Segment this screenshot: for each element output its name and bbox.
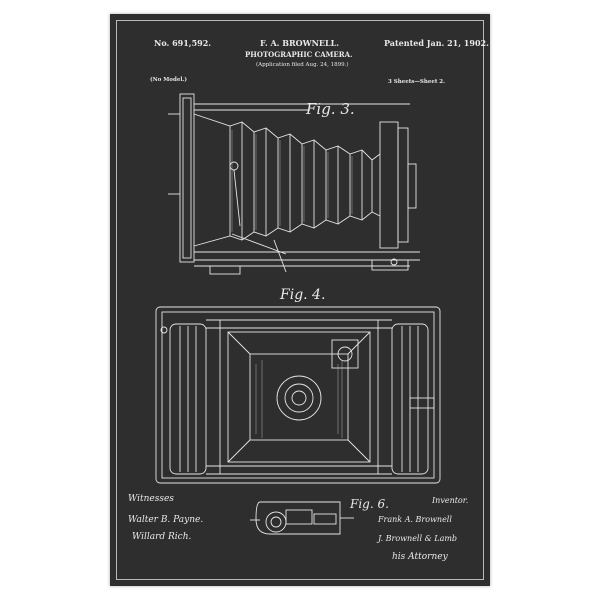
patent-date: Patented Jan. 21, 1902. <box>384 38 489 48</box>
sheet-number: 3 Sheets—Sheet 2. <box>388 79 446 85</box>
witness-signature-1: Walter B. Payne. <box>128 515 204 525</box>
fig6-label: Fig. 6. <box>350 497 389 511</box>
fig3-camera-side-view <box>168 93 420 275</box>
fig4-camera-back-view <box>155 306 441 484</box>
model-note: (No Model.) <box>150 77 187 83</box>
patent-number: No. 691,592. <box>154 38 212 48</box>
bellows-hatching <box>231 130 353 438</box>
fig6-detail-view <box>250 501 354 535</box>
inventor-signature: Frank A. Brownell <box>378 515 452 524</box>
fig4-label: Fig. 4. <box>280 287 326 303</box>
attorney-signature: J. Brownell & Lamb <box>378 534 458 543</box>
fig3-label: Fig. 3. <box>306 100 355 118</box>
patent-poster: No. 691,592. F. A. BROWNELL. Patented Ja… <box>110 14 490 586</box>
application-date: (Application filed Aug. 24, 1899.) <box>256 62 349 68</box>
inventor-label: Inventor. <box>432 496 469 505</box>
witnesses-label: Witnesses <box>128 494 174 504</box>
inventor-name-header: F. A. BROWNELL. <box>260 38 340 48</box>
attorney-label: his Attorney <box>392 552 448 562</box>
patent-title: PHOTOGRAPHIC CAMERA. <box>245 50 353 59</box>
witness-signature-2: Willard Rich. <box>132 532 192 542</box>
patent-drawing <box>155 93 441 535</box>
poster-border <box>116 20 484 580</box>
